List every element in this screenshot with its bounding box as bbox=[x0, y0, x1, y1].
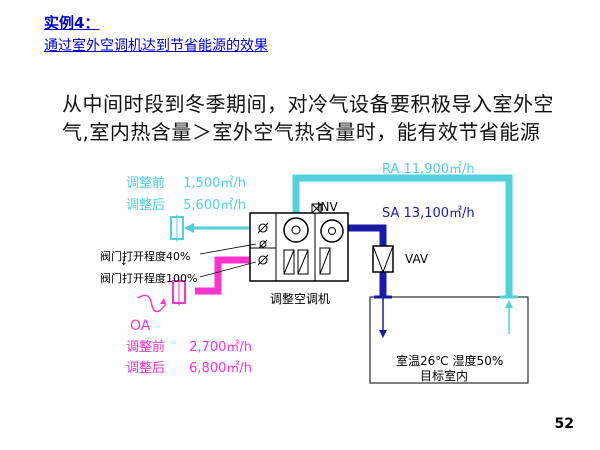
page-number: 52 bbox=[554, 416, 574, 432]
oa-before-label: 调整前 bbox=[126, 340, 166, 355]
slide-title: 实例4： bbox=[44, 14, 100, 32]
oa-before-value: 2,700㎡/h bbox=[189, 340, 252, 355]
return-inlet-arrow bbox=[505, 300, 513, 308]
return-air-duct bbox=[292, 174, 513, 297]
room-name: 目标室内 bbox=[420, 369, 469, 383]
description-line-1: 从中间时段到冬季期间，对冷气设备要积极导入室外空 bbox=[62, 92, 554, 116]
oa-after-value: 6,800㎡/h bbox=[189, 361, 252, 376]
oa-after-label: 调整后 bbox=[126, 361, 166, 376]
exhaust-before-value: 1,500㎡/h bbox=[183, 176, 246, 191]
valve-arrow-icon: ↓ bbox=[120, 258, 128, 268]
supply-outlet-arrow bbox=[379, 330, 387, 338]
exhaust-before-label: 调整前 bbox=[126, 176, 166, 191]
description-line-2: 气,室内热含量＞室外空气热含量时，能有效节省能源 bbox=[62, 120, 541, 144]
valve1-value: 40% bbox=[166, 250, 191, 263]
supply-air-duct bbox=[348, 224, 387, 297]
exhaust-after-value: 5,600㎡/h bbox=[183, 198, 246, 213]
inv-label: INV bbox=[317, 200, 338, 214]
valve2-value: 100% bbox=[166, 272, 198, 285]
target-room bbox=[369, 296, 529, 384]
exhaust-after-label: 调整后 bbox=[126, 198, 166, 213]
vav-box bbox=[372, 245, 394, 273]
room-conditions: 室温26℃ 湿度50% bbox=[396, 354, 504, 368]
vav-label: VAV bbox=[405, 252, 429, 266]
sa-value: 13,100㎡/h bbox=[403, 206, 475, 221]
oa-intake-arrow bbox=[137, 294, 167, 313]
exhaust-arrow-head bbox=[184, 223, 194, 233]
ra-value: 11,900㎡/h bbox=[403, 162, 475, 177]
sa-label: SA bbox=[382, 206, 400, 221]
ra-label: RA bbox=[382, 162, 400, 177]
ac-unit-label: 调整空调机 bbox=[270, 292, 331, 306]
valve2-label: 阀门打开程度 bbox=[100, 272, 166, 285]
oa-label: OA bbox=[130, 318, 151, 334]
slide-subtitle: 通过室外空调机达到节省能源的效果 bbox=[44, 38, 268, 54]
air-handling-unit bbox=[249, 203, 349, 282]
outdoor-air-duct bbox=[195, 256, 255, 295]
valve1-label: 阀门打开程度 bbox=[100, 250, 166, 263]
